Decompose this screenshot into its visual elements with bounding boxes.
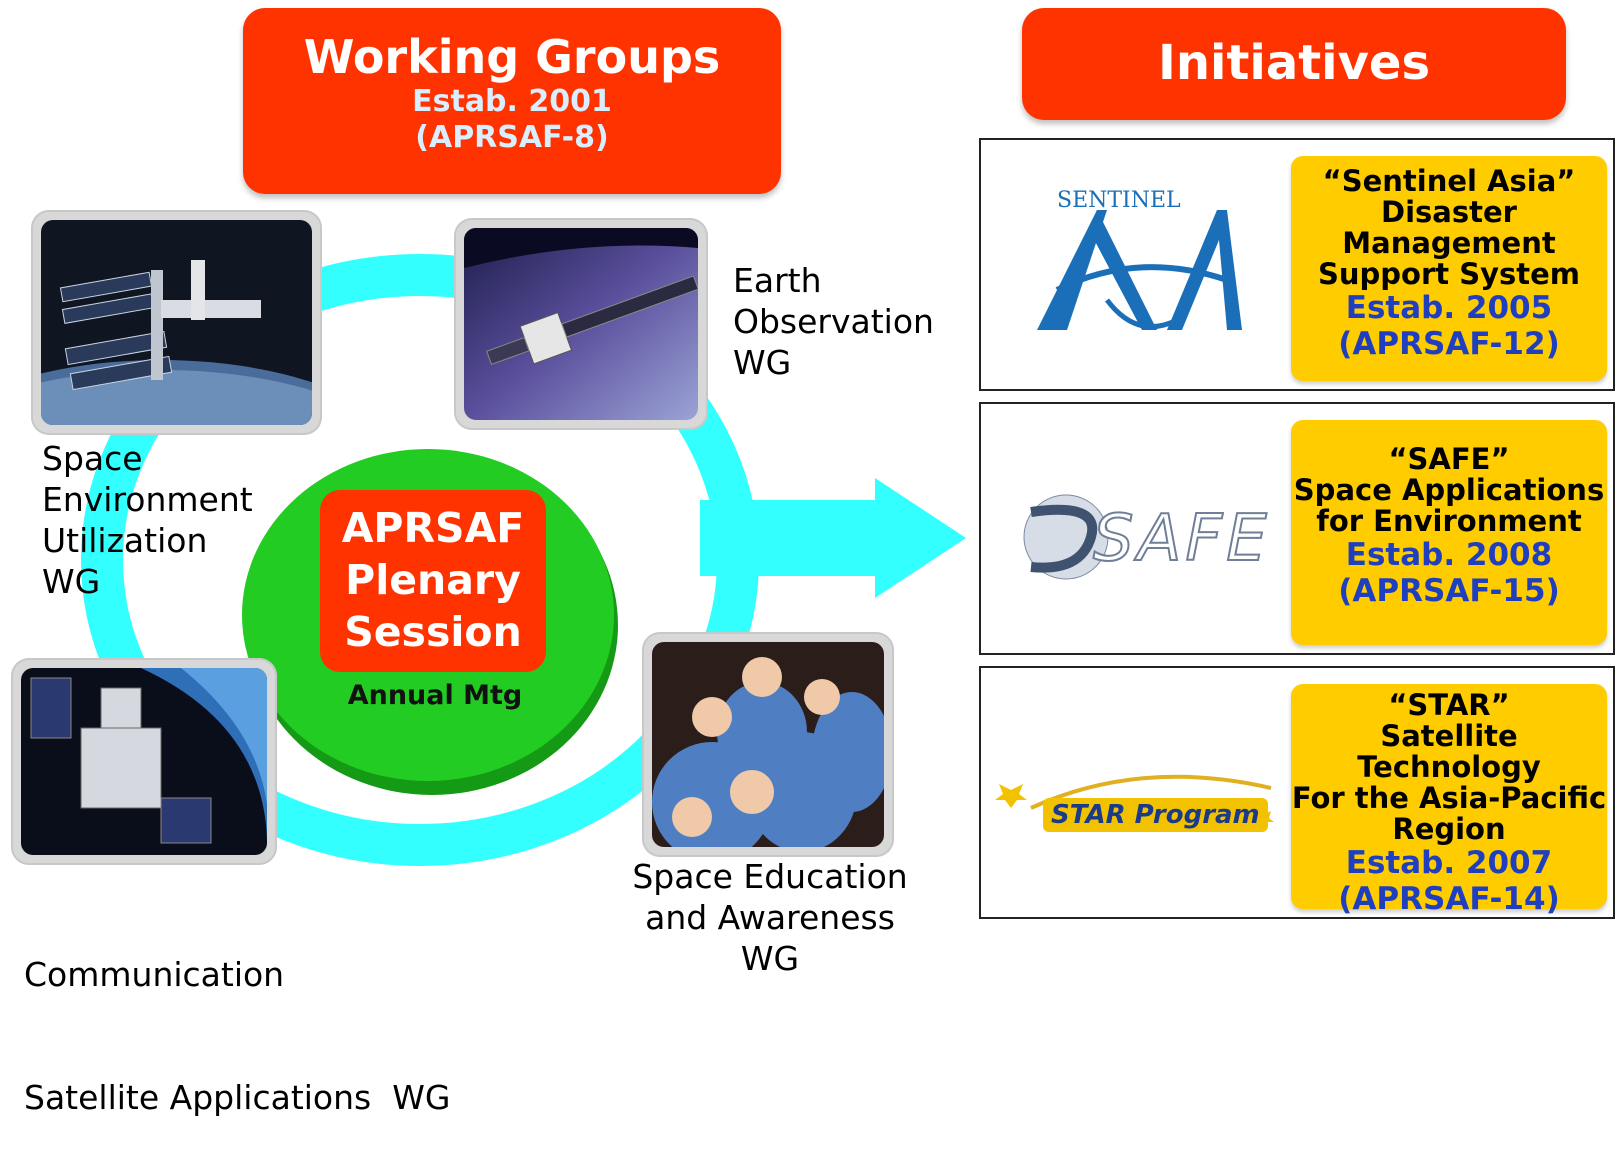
comm-line1: Communication: [24, 955, 285, 994]
safe-session: (APRSAF-15): [1338, 573, 1560, 609]
safe-line3: for Environment: [1316, 504, 1582, 538]
earth-label-line2: Observation: [733, 302, 934, 341]
star-line3: For the Asia-Pacific: [1291, 781, 1607, 815]
plenary-line2: Plenary: [345, 556, 521, 604]
star-line1: “STAR”: [1388, 688, 1510, 722]
annual-meeting-label: Annual Mtg: [347, 680, 523, 711]
initiative-star: STAR Program “STAR” Satellite Technology…: [979, 666, 1615, 919]
sentinel-line3: Management: [1342, 226, 1556, 260]
space-env-line2: Environment: [42, 480, 253, 519]
space-education-photo: [642, 632, 894, 857]
sentinel-line4: Support System: [1317, 257, 1581, 291]
space-environment-label: Space Environment Utilization WG: [42, 438, 253, 602]
sentinel-asia-card: “Sentinel Asia” Disaster Management Supp…: [1291, 156, 1607, 381]
sentinel-asia-logo: SENTINEL: [1017, 180, 1257, 360]
sentinel-asia-logo-icon: [1037, 210, 1242, 330]
plenary-line1: APRSAF: [341, 504, 525, 552]
initiative-sentinel-asia: SENTINEL “Sentinel Asia” Disaster Manage…: [979, 138, 1615, 391]
working-groups-session: (APRSAF-8): [415, 120, 609, 155]
education-line1: Space Education: [632, 857, 908, 896]
safe-logo-text: SAFE: [1092, 501, 1271, 577]
communication-label: Communication Satellite Applications WG: [24, 872, 450, 1159]
sentinel-line1: “Sentinel Asia”: [1322, 164, 1576, 198]
safe-line1: “SAFE”: [1388, 442, 1510, 476]
safe-card: “SAFE” Space Applications for Environmen…: [1291, 420, 1607, 645]
safe-established: Estab. 2008: [1345, 537, 1553, 573]
sentinel-logo-text: SENTINEL: [1057, 188, 1181, 213]
initiative-safe: SAFE “SAFE” Space Applications for Envir…: [979, 402, 1615, 655]
working-groups-header: Working Groups Estab. 2001 (APRSAF-8): [243, 8, 781, 194]
space-education-label: Space Education and Awareness WG: [620, 856, 920, 979]
sentinel-session: (APRSAF-12): [1338, 326, 1560, 362]
working-groups-title: Working Groups: [303, 30, 721, 84]
initiatives-header: Initiatives: [1022, 8, 1566, 120]
earth-label-line1: Earth: [733, 261, 822, 300]
earth-observation-label: Earth Observation WG: [733, 260, 934, 383]
comm-line2: Satellite Applications WG: [24, 1078, 451, 1117]
safe-line2: Space Applications: [1293, 473, 1605, 507]
star-established: Estab. 2007: [1345, 845, 1553, 881]
safe-logo-icon: [1023, 494, 1109, 580]
sentinel-line2: Disaster: [1381, 195, 1517, 229]
arrow-to-initiatives: [700, 478, 966, 598]
star-logo-text: STAR Program: [1043, 798, 1268, 832]
earth-observation-photo: [454, 218, 708, 430]
space-env-line4: WG: [42, 562, 101, 601]
star-session: (APRSAF-14): [1338, 881, 1560, 917]
communication-satellite-photo: [11, 658, 277, 865]
space-station-photo: [31, 210, 322, 435]
initiatives-title: Initiatives: [1157, 35, 1431, 91]
sentinel-established: Estab. 2005: [1345, 290, 1553, 326]
earth-label-line3: WG: [733, 343, 792, 382]
working-groups-established: Estab. 2001: [412, 84, 612, 119]
space-env-line3: Utilization: [42, 521, 208, 560]
space-env-line1: Space: [42, 439, 143, 478]
star-line2: Satellite Technology: [1357, 719, 1541, 784]
plenary-session-box: APRSAF Plenary Session: [320, 490, 546, 672]
star-program-logo: STAR Program: [991, 758, 1281, 848]
star-line4: Region: [1392, 812, 1506, 846]
education-line2: and Awareness WG: [645, 898, 895, 978]
plenary-line3: Session: [344, 608, 522, 656]
safe-logo: SAFE: [1011, 482, 1268, 592]
star-card: “STAR” Satellite Technology For the Asia…: [1291, 684, 1607, 917]
